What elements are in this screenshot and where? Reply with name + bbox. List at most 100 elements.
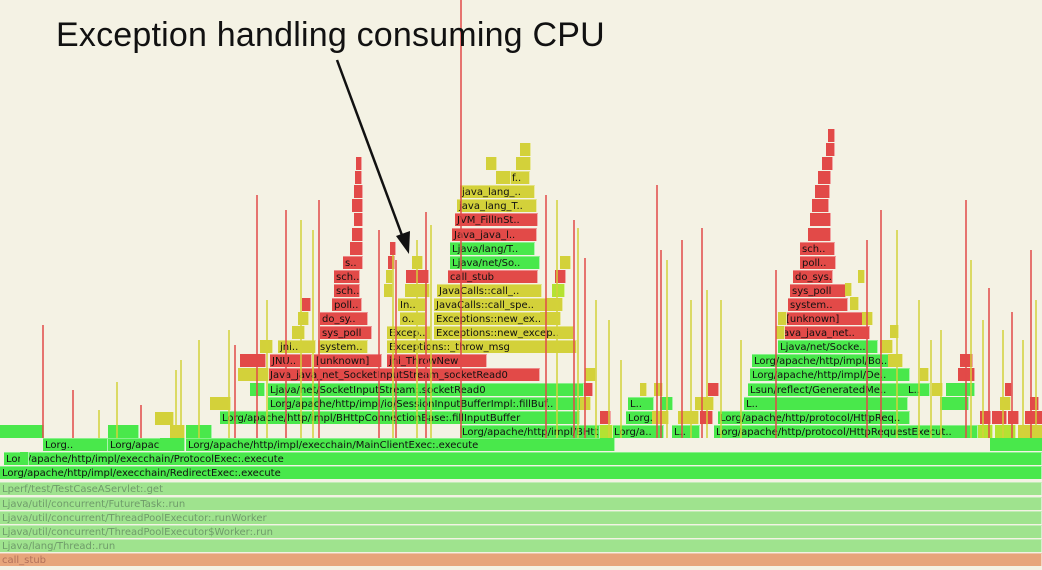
flame-sliver [890, 325, 899, 338]
flame-sliver [354, 185, 363, 198]
flame-frame[interactable]: Lorg/a.. [612, 425, 664, 438]
flame-spike [988, 288, 990, 438]
flame-frame[interactable]: Exceptions::_throw_msg [387, 340, 577, 353]
flame-sliver [356, 157, 362, 170]
flame-spike [573, 220, 575, 438]
flame-sliver [352, 199, 363, 212]
flame-frame[interactable]: f.. [510, 171, 530, 184]
flame-sliver [600, 411, 611, 424]
flame-spike [98, 410, 100, 438]
flame-sliver [600, 438, 615, 451]
flame-frame[interactable]: Ljava/lang/T.. [450, 242, 535, 255]
flame-frame[interactable]: sch.. [800, 242, 835, 255]
flame-frame[interactable]: sys_poll [320, 326, 372, 339]
flame-frame[interactable]: sch.. [334, 284, 360, 297]
flame-spike [116, 382, 118, 438]
flame-spike [1035, 300, 1037, 438]
flame-frame[interactable]: system.. [318, 340, 368, 353]
flame-frame[interactable]: system.. [788, 298, 848, 311]
flame-spike [378, 230, 380, 438]
flame-frame[interactable]: Java_java_l.. [452, 228, 537, 241]
flame-sliver [160, 438, 185, 451]
flame-spike [256, 195, 258, 438]
flame-frame[interactable]: Java_java_net_SocketInputStream_socketRe… [268, 368, 540, 381]
flame-frame[interactable]: Lorg/apache/http/impl/BHttpConnectionBas… [460, 425, 600, 438]
flame-spike [706, 290, 708, 438]
flame-spike [666, 260, 668, 438]
flame-sliver [20, 452, 29, 465]
flame-frame[interactable]: java_lang_T.. [457, 199, 537, 212]
flame-frame[interactable]: Lorg/apache/http/impl/De.. [750, 368, 910, 381]
flame-sliver [210, 397, 231, 410]
flame-sliver [240, 354, 266, 367]
flame-frame[interactable]: java_lang_.. [460, 185, 535, 198]
flame-sliver [815, 185, 830, 198]
flame-sliver [520, 143, 531, 156]
flame-sliver [654, 383, 663, 396]
flame-frame[interactable]: Java_java_net.. [778, 326, 870, 339]
flame-frame[interactable]: jni_ThrowNew [387, 354, 487, 367]
flame-spike [318, 200, 320, 438]
flame-sliver [880, 340, 893, 353]
flame-frame[interactable]: poll.. [332, 298, 362, 311]
flame-sliver [990, 438, 1042, 451]
flame-sliver [1008, 411, 1019, 424]
flame-sliver [778, 312, 787, 325]
flame-spike [72, 390, 74, 438]
flame-spike [608, 320, 610, 438]
flame-sliver [555, 270, 566, 283]
flame-sliver [940, 397, 969, 410]
flame-sliver [350, 242, 363, 255]
flame-frame[interactable]: JavaCalls::call_.. [437, 284, 542, 297]
flame-frame[interactable]: Lorg/apache/http/protocol/HttpRequestExe… [714, 425, 978, 438]
flame-spike [1011, 312, 1013, 438]
flame-sliver [812, 199, 829, 212]
flame-frame[interactable]: Lorg.. [43, 438, 108, 451]
flame-frame[interactable]: poll.. [800, 256, 836, 269]
flame-frame[interactable]: sch.. [334, 270, 360, 283]
flame-frame[interactable]: Ljava/net/So.. [450, 256, 540, 269]
flame-frame[interactable]: do_sy.. [320, 312, 368, 325]
flame-frame[interactable]: JVM_FillInSt.. [455, 213, 538, 226]
flame-frame[interactable]: Lorg/apache/http/impl/BHttpConnectionBas… [220, 411, 580, 424]
flame-sliver [238, 368, 269, 381]
flame-spike [930, 340, 932, 438]
flame-spike [228, 330, 230, 438]
flame-spike [430, 225, 432, 438]
flame-sliver [980, 411, 991, 424]
flame-sliver [108, 425, 139, 438]
flame-frame[interactable]: do_sys.. [793, 270, 833, 283]
flame-frame[interactable]: Ljava/net/Socke.. [778, 340, 878, 353]
flame-frame[interactable]: L.. [672, 425, 700, 438]
flame-frame[interactable]: jni.. [278, 340, 316, 353]
flame-frame[interactable]: L.. [628, 397, 654, 410]
flame-spike [425, 212, 427, 438]
flame-frame[interactable]: [unknown] [314, 354, 382, 367]
flame-sliver [298, 312, 309, 325]
flame-sliver [810, 213, 831, 226]
flame-spike [982, 320, 984, 438]
flame-spike [880, 210, 882, 438]
flame-sliver [678, 411, 699, 424]
flame-spike [234, 345, 236, 438]
flame-spike [866, 240, 868, 438]
flame-frame[interactable]: s.. [343, 256, 363, 269]
annotation-title: Exception handling consuming CPU [56, 16, 605, 54]
flame-sliver [776, 326, 785, 339]
flame-spike [416, 240, 418, 438]
flame-spike [595, 300, 597, 438]
flame-frame[interactable]: call_stub [448, 270, 538, 283]
flame-spike [965, 200, 967, 438]
flame-spike [175, 370, 177, 438]
flame-spike [312, 230, 314, 438]
flame-sliver [920, 368, 929, 381]
flame-sliver [388, 256, 395, 269]
flame-spike [940, 330, 942, 438]
flame-frame[interactable]: Lorg/apache/http/protocol/HttpReq.. [718, 411, 910, 424]
flame-spike [180, 360, 182, 438]
flame-sliver [546, 298, 563, 311]
flame-sliver [354, 213, 363, 226]
flame-spike [140, 405, 142, 438]
flame-sliver [560, 256, 571, 269]
